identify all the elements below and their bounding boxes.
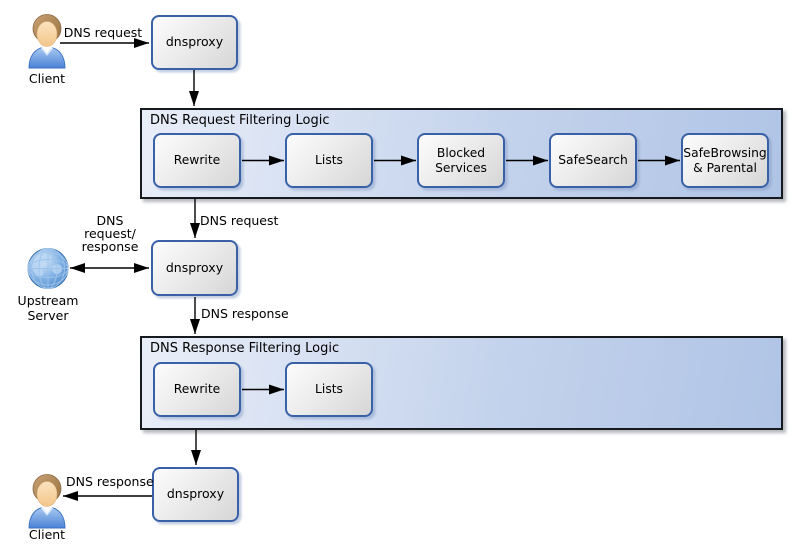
edge-label-request-to-proxy: DNS request (200, 213, 279, 228)
response-filtering-container: DNS Response Filtering Logic (140, 336, 783, 430)
step-safesearch-text: SafeSearch (558, 153, 628, 168)
response-filtering-title: DNS Response Filtering Logic (150, 341, 340, 356)
client-top-node (26, 13, 68, 70)
step-rewrite-response: Rewrite (153, 362, 241, 417)
upstream-server-node (27, 247, 69, 291)
upstream-exchange-line1: DNS (96, 213, 124, 228)
dnsproxy-middle-node: dnsproxy (151, 240, 238, 296)
edge-label-client-request: DNS request (63, 25, 143, 40)
dnsproxy-top-node: dnsproxy (151, 15, 238, 70)
step-lists-request: Lists (285, 133, 373, 188)
dnsproxy-bottom-node: dnsproxy (152, 467, 239, 522)
step-lists-request-text: Lists (315, 153, 343, 168)
upstream-server-label: Upstream Server (17, 293, 79, 323)
step-blocked-services: Blocked Services (417, 133, 505, 188)
client-bottom-label: Client (28, 527, 66, 542)
step-lists-response: Lists (285, 362, 373, 417)
dnsproxy-bottom-text: dnsproxy (166, 486, 225, 502)
client-bottom-node (26, 473, 68, 530)
upstream-exchange-line2: request/ (84, 226, 136, 242)
step-safebrowsing-parental-text: SafeBrowsing & Parental (683, 146, 767, 175)
step-rewrite-response-text: Rewrite (173, 382, 221, 397)
request-filtering-title: DNS Request Filtering Logic (150, 113, 330, 128)
person-icon (28, 474, 66, 529)
upstream-exchange-line3: response (81, 239, 139, 255)
dnsproxy-top-text: dnsproxy (165, 34, 224, 50)
person-icon (28, 14, 66, 69)
step-rewrite-request-text: Rewrite (173, 153, 221, 168)
step-safebrowsing-parental: SafeBrowsing & Parental (681, 133, 769, 188)
edge-label-upstream-exchange: DNS request/ response (74, 213, 146, 255)
client-top-label: Client (28, 71, 66, 86)
globe-icon (27, 248, 69, 289)
edge-label-response-from-proxy: DNS response (201, 306, 289, 321)
edge-label-response-to-client: DNS response (66, 474, 154, 489)
dnsproxy-middle-text: dnsproxy (165, 259, 224, 275)
step-lists-response-text: Lists (315, 382, 343, 397)
step-safesearch: SafeSearch (549, 133, 637, 188)
step-rewrite-request: Rewrite (153, 133, 241, 188)
step-blocked-services-text: Blocked Services (435, 146, 487, 175)
